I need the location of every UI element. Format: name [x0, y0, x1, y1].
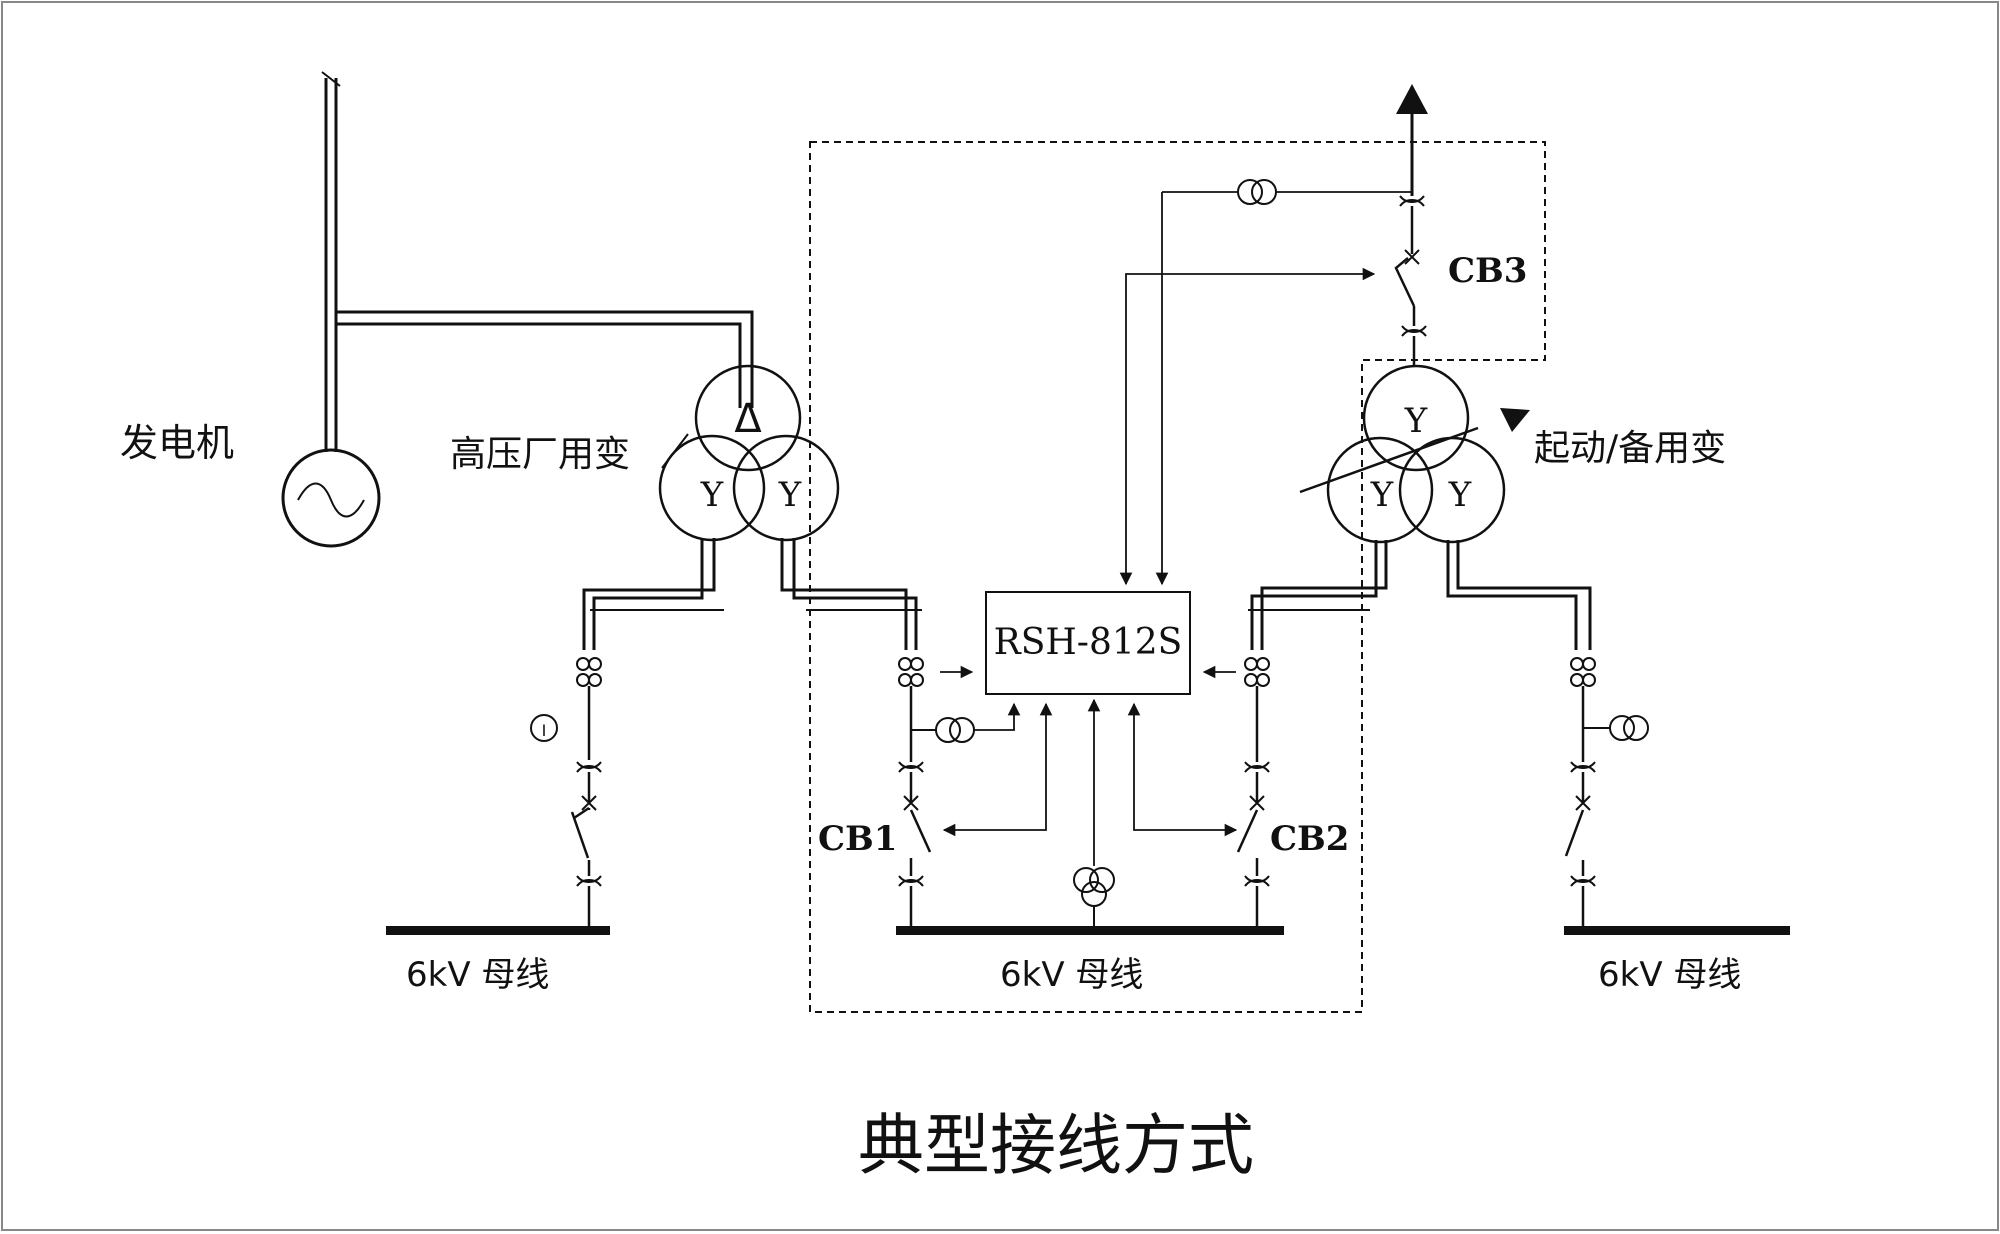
controller-label: RSH-812S [994, 622, 1183, 663]
hv-line-arrow-icon [1396, 84, 1428, 114]
ammeter-icon [530, 714, 558, 742]
feeder-cb1 [780, 538, 1021, 930]
hv-aux-transformer-label: 高压厂用变 [450, 434, 630, 475]
cb3-label: CB3 [1448, 251, 1527, 291]
bus-left-label: 6kV 母线 [406, 955, 549, 995]
hv-aux-transformer: Δ Y Y [658, 364, 840, 542]
delta-symbol: Δ [734, 396, 762, 442]
tap-changer-arrow-icon [1500, 408, 1530, 432]
bus-middle-label: 6kV 母线 [1000, 955, 1143, 995]
dashed-boundary [809, 141, 1546, 1013]
generator-label: 发电机 [120, 421, 234, 465]
cb1-label: CB1 [818, 819, 897, 859]
bus-right-label: 6kV 母线 [1598, 955, 1741, 995]
controller-box: RSH-812S [942, 179, 1412, 837]
wye-symbol-bottom-right: Y [1448, 475, 1472, 515]
feeder-right [1446, 540, 1649, 930]
hv-aux-leader-line [661, 433, 689, 469]
cb2-label: CB2 [1270, 819, 1349, 859]
startup-standby-label: 起动/备用变 [1534, 428, 1726, 469]
bus-right [1564, 926, 1790, 935]
ammeter-label: I [542, 721, 547, 740]
wye-symbol-bottom-left: Y [1370, 475, 1394, 515]
sine-icon [297, 482, 365, 518]
startup-standby-transformer: Y Y Y [1299, 84, 1530, 544]
bus-middle [896, 926, 1284, 935]
diagram-title: 典型接线方式 [858, 1107, 1254, 1184]
generator-symbol [281, 448, 381, 548]
bus-left [386, 926, 610, 935]
wye-symbol-left: Y [700, 475, 724, 515]
wye-symbol-top: Y [1404, 401, 1428, 441]
feeder-left: I [530, 538, 724, 930]
bus-vt [1073, 698, 1115, 926]
wye-symbol-right: Y [778, 475, 802, 515]
feeder-cb2 [1202, 540, 1388, 930]
generator-group [281, 71, 754, 548]
